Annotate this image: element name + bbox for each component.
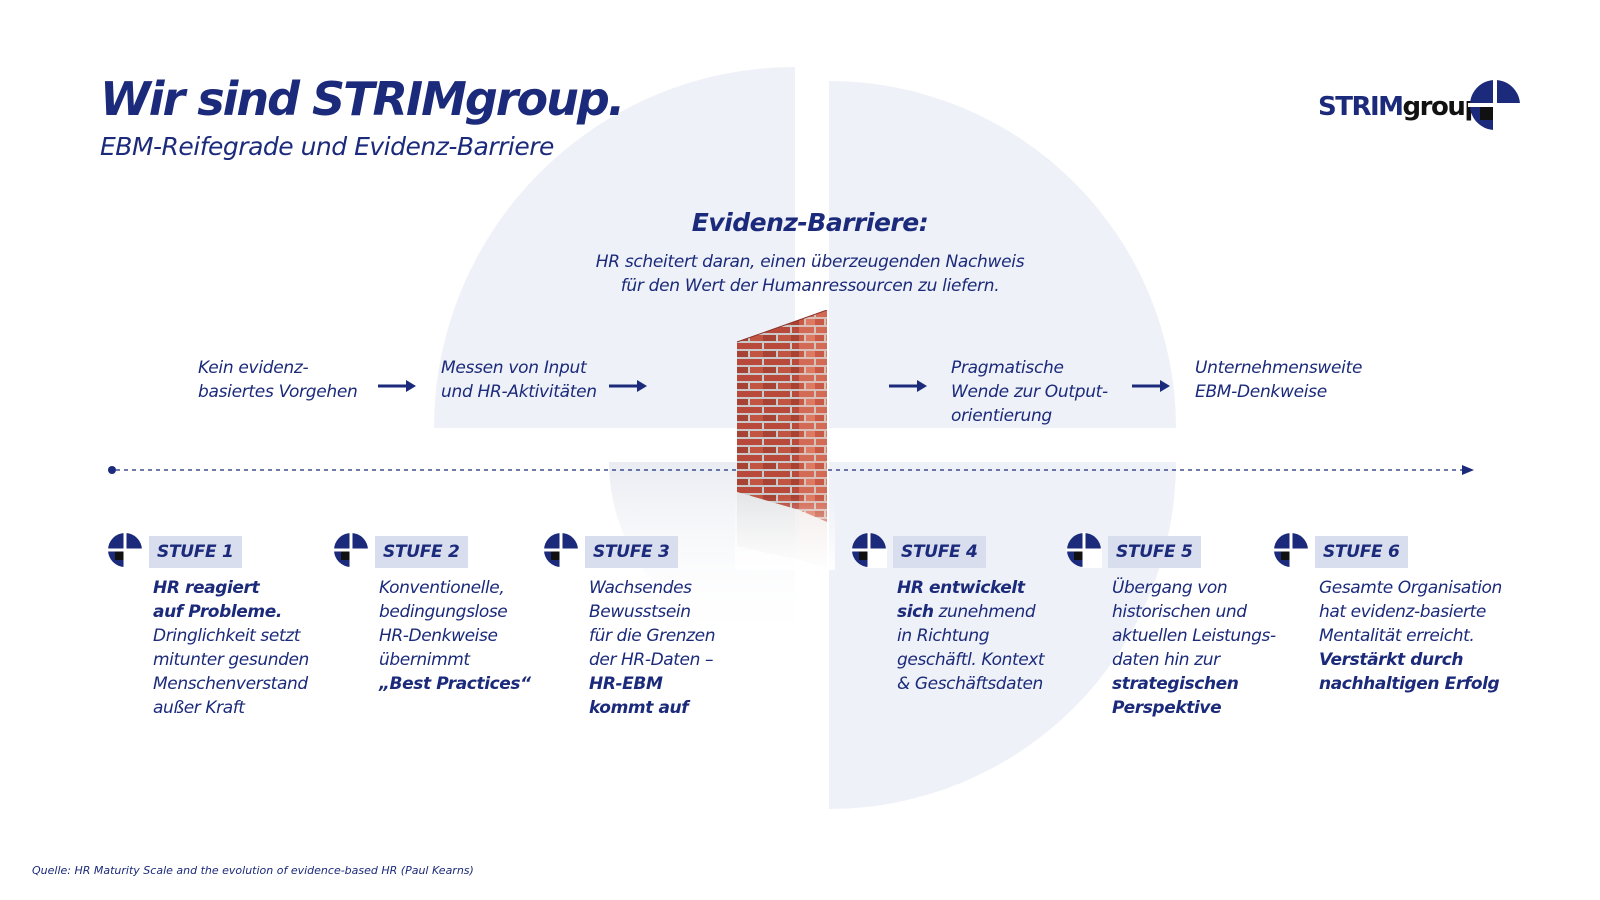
phase-2-line-2: und HR-Aktivitäten bbox=[441, 382, 597, 402]
stage-2-badge: STUFE 2 bbox=[375, 536, 468, 568]
phase-3-line-1: Pragmatische bbox=[951, 358, 1064, 378]
stage-4-line: & Geschäftsdaten bbox=[897, 674, 1043, 694]
barrier-description: HR scheitert daran, einen überzeugenden … bbox=[560, 250, 1060, 298]
stage-marker-icon bbox=[543, 532, 579, 568]
stage-marker-icon bbox=[107, 532, 143, 568]
stage-2-line: HR-Denkweise bbox=[379, 626, 498, 646]
phase-1-text: Kein evidenz- basiertes Vorgehen bbox=[198, 356, 358, 404]
phase-1-line-2: basiertes Vorgehen bbox=[198, 382, 358, 402]
stage-1-text: HR reagiert auf Probleme. Dringlichkeit … bbox=[153, 576, 343, 720]
stage-4-line: sich zunehmend bbox=[897, 600, 1087, 624]
stage-3-line: HR-EBM bbox=[589, 674, 663, 694]
page-subtitle: EBM-Reifegrade und Evidenz-Barriere bbox=[100, 132, 554, 161]
stage-3-line: der HR-Daten – bbox=[589, 650, 714, 670]
strimgroup-logo: STRIMgroup bbox=[1318, 78, 1522, 134]
barrier-title: Evidenz-Barriere: bbox=[691, 208, 929, 237]
stage-3-text: Wachsendes Bewusstsein für die Grenzen d… bbox=[589, 576, 779, 720]
stage-2-line: bedingungslose bbox=[379, 602, 508, 622]
stage-5-line: aktuellen Leistungs- bbox=[1112, 626, 1276, 646]
stage-marker-icon bbox=[851, 532, 887, 568]
stage-4-line-tail: zunehmend bbox=[933, 602, 1036, 622]
phase-3-line-2: Wende zur Output- bbox=[951, 382, 1108, 402]
stage-6-line: hat evidenz-basierte bbox=[1319, 602, 1486, 622]
stage-5-text: Übergang von historischen und aktuellen … bbox=[1112, 576, 1302, 720]
stage-1-line: HR reagiert bbox=[153, 578, 260, 598]
stage-4-text: HR entwickelt sich zunehmend in Richtung… bbox=[897, 576, 1087, 696]
stage-1-line: außer Kraft bbox=[153, 698, 245, 718]
phase-1-line-1: Kein evidenz- bbox=[198, 358, 309, 378]
stage-5-badge: STUFE 5 bbox=[1108, 536, 1201, 568]
brick-wall-graphic bbox=[735, 310, 835, 570]
stage-6-line: Verstärkt durch bbox=[1319, 650, 1464, 670]
arrow-right-icon bbox=[1132, 380, 1170, 392]
stage-4-line: geschäftl. Kontext bbox=[897, 650, 1045, 670]
stage-2-line: übernimmt bbox=[379, 650, 470, 670]
phase-2-text: Messen von Input und HR-Aktivitäten bbox=[441, 356, 597, 404]
logo-text-strim: STRIM bbox=[1318, 92, 1404, 122]
barrier-desc-line-1: HR scheitert daran, einen überzeugenden … bbox=[595, 252, 1025, 272]
phase-4-line-2: EBM-Denkweise bbox=[1195, 382, 1327, 402]
arrow-right-icon bbox=[609, 380, 647, 392]
barrier-desc-line-2: für den Wert der Humanressourcen zu lief… bbox=[620, 276, 1000, 296]
stage-1-badge: STUFE 1 bbox=[149, 536, 242, 568]
stage-6-line: Gesamte Organisation bbox=[1319, 578, 1502, 598]
stage-6-line: Mentalität erreicht. bbox=[1319, 626, 1475, 646]
stage-6-text: Gesamte Organisation hat evidenz-basiert… bbox=[1319, 576, 1509, 696]
phase-3-line-3: orientierung bbox=[951, 406, 1052, 426]
stage-2-text: Konventionelle, bedingungslose HR-Denkwe… bbox=[379, 576, 569, 696]
phase-2-line-1: Messen von Input bbox=[441, 358, 587, 378]
stage-4-badge: STUFE 4 bbox=[893, 536, 986, 568]
stage-3-badge: STUFE 3 bbox=[585, 536, 678, 568]
phase-4-line-1: Unternehmensweite bbox=[1195, 358, 1363, 378]
stage-marker-icon bbox=[1066, 532, 1102, 568]
stage-3-line: für die Grenzen bbox=[589, 626, 716, 646]
stage-5-line: historischen und bbox=[1112, 602, 1247, 622]
stage-3-line: kommt auf bbox=[589, 698, 689, 718]
stage-6-line: nachhaltigen Erfolg bbox=[1319, 674, 1500, 694]
stage-5-line: daten hin zur bbox=[1112, 650, 1220, 670]
stage-5-line: Perspektive bbox=[1112, 698, 1222, 718]
stage-3-line: Wachsendes bbox=[589, 578, 692, 598]
stage-1-line: mitunter gesunden bbox=[153, 650, 309, 670]
stage-6-badge: STUFE 6 bbox=[1315, 536, 1408, 568]
page-title: Wir sind STRIMgroup. bbox=[100, 72, 625, 126]
stage-3-line: Bewusstsein bbox=[589, 602, 691, 622]
stage-5-line: Übergang von bbox=[1112, 578, 1228, 598]
phase-4-text: Unternehmensweite EBM-Denkweise bbox=[1195, 356, 1362, 404]
stage-1-line: Dringlichkeit setzt bbox=[153, 626, 301, 646]
phase-3-text: Pragmatische Wende zur Output- orientier… bbox=[951, 356, 1108, 428]
stage-5-line: strategischen bbox=[1112, 674, 1239, 694]
logo-mark-icon bbox=[1468, 78, 1522, 132]
stage-1-line: Menschenverstand bbox=[153, 674, 308, 694]
stage-marker-icon bbox=[1273, 532, 1309, 568]
stage-1-line: auf Probleme. bbox=[153, 602, 282, 622]
stage-marker-icon bbox=[333, 532, 369, 568]
arrow-right-icon bbox=[889, 380, 927, 392]
stage-4-line-bold: sich bbox=[897, 602, 934, 622]
stage-4-line: in Richtung bbox=[897, 626, 990, 646]
arrow-right-icon bbox=[378, 380, 416, 392]
stage-4-line: HR entwickelt bbox=[897, 578, 1025, 598]
stage-2-line: „Best Practices“ bbox=[379, 674, 531, 694]
source-note: Quelle: HR Maturity Scale and the evolut… bbox=[32, 864, 474, 877]
stage-2-line: Konventionelle, bbox=[379, 578, 505, 598]
